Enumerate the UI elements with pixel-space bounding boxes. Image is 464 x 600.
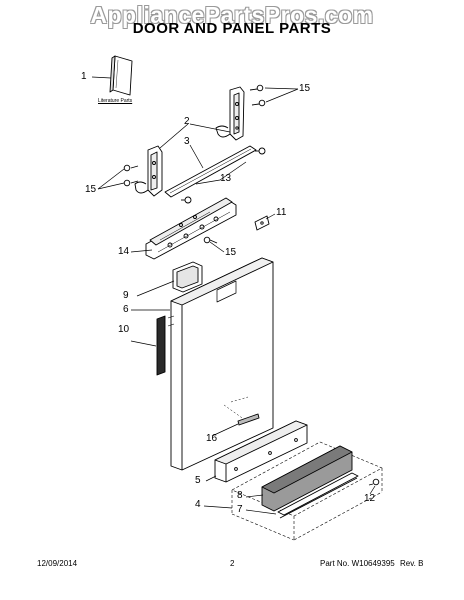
door-badge <box>237 413 260 426</box>
callout-8: 8 <box>237 490 243 501</box>
screw-middle <box>203 236 218 244</box>
insulation-pad <box>156 315 166 376</box>
callout-11: 11 <box>276 207 287 218</box>
callout-4: 4 <box>195 499 201 510</box>
screw-top-2 <box>251 99 266 107</box>
literature-parts-label: Literature Parts <box>98 98 133 104</box>
hinge-rail <box>164 145 257 198</box>
rail-screw-left <box>181 196 192 204</box>
callout-6: 6 <box>123 304 129 315</box>
page-title: DOOR AND PANEL PARTS <box>132 20 332 37</box>
watermark: AppliancePartsPros.com <box>90 2 374 28</box>
door-panel <box>167 257 274 471</box>
callout-15-mid: 15 <box>225 247 237 258</box>
vent-assembly <box>172 261 203 293</box>
footer-page-number: 2 <box>230 559 235 568</box>
callout-5: 5 <box>195 475 201 486</box>
callout-12: 12 <box>364 493 376 504</box>
callout-3: 3 <box>184 136 190 147</box>
rail-screw-right <box>255 147 266 155</box>
callout-13: 13 <box>220 173 232 184</box>
callout-2: 2 <box>184 116 190 127</box>
small-bracket <box>254 215 270 231</box>
callout-7: 7 <box>237 504 243 515</box>
footer-date: 12/09/2014 <box>37 559 78 568</box>
literature-booklet <box>109 55 133 96</box>
screw-left-1 <box>123 164 139 172</box>
callout-10: 10 <box>118 324 130 335</box>
footer-part-number: Part No. W10649395 <box>320 559 395 568</box>
toe-panel-screw <box>368 478 380 486</box>
left-hinge-bracket <box>134 145 163 197</box>
footer-revision: Rev. B <box>400 559 424 568</box>
toe-panel-trim <box>277 472 359 519</box>
screw-top-1 <box>249 84 264 92</box>
callout-15-top: 15 <box>299 83 311 94</box>
callout-15-left: 15 <box>85 184 97 195</box>
callout-14: 14 <box>118 246 130 257</box>
screw-left-2 <box>123 179 139 187</box>
control-housing <box>145 197 237 260</box>
callout-9: 9 <box>123 290 129 301</box>
toe-panel-bracket <box>214 420 308 483</box>
callout-1: 1 <box>81 71 87 82</box>
callout-16: 16 <box>206 433 218 444</box>
toe-panel-insert <box>261 445 353 512</box>
right-hinge-bracket <box>215 86 245 141</box>
